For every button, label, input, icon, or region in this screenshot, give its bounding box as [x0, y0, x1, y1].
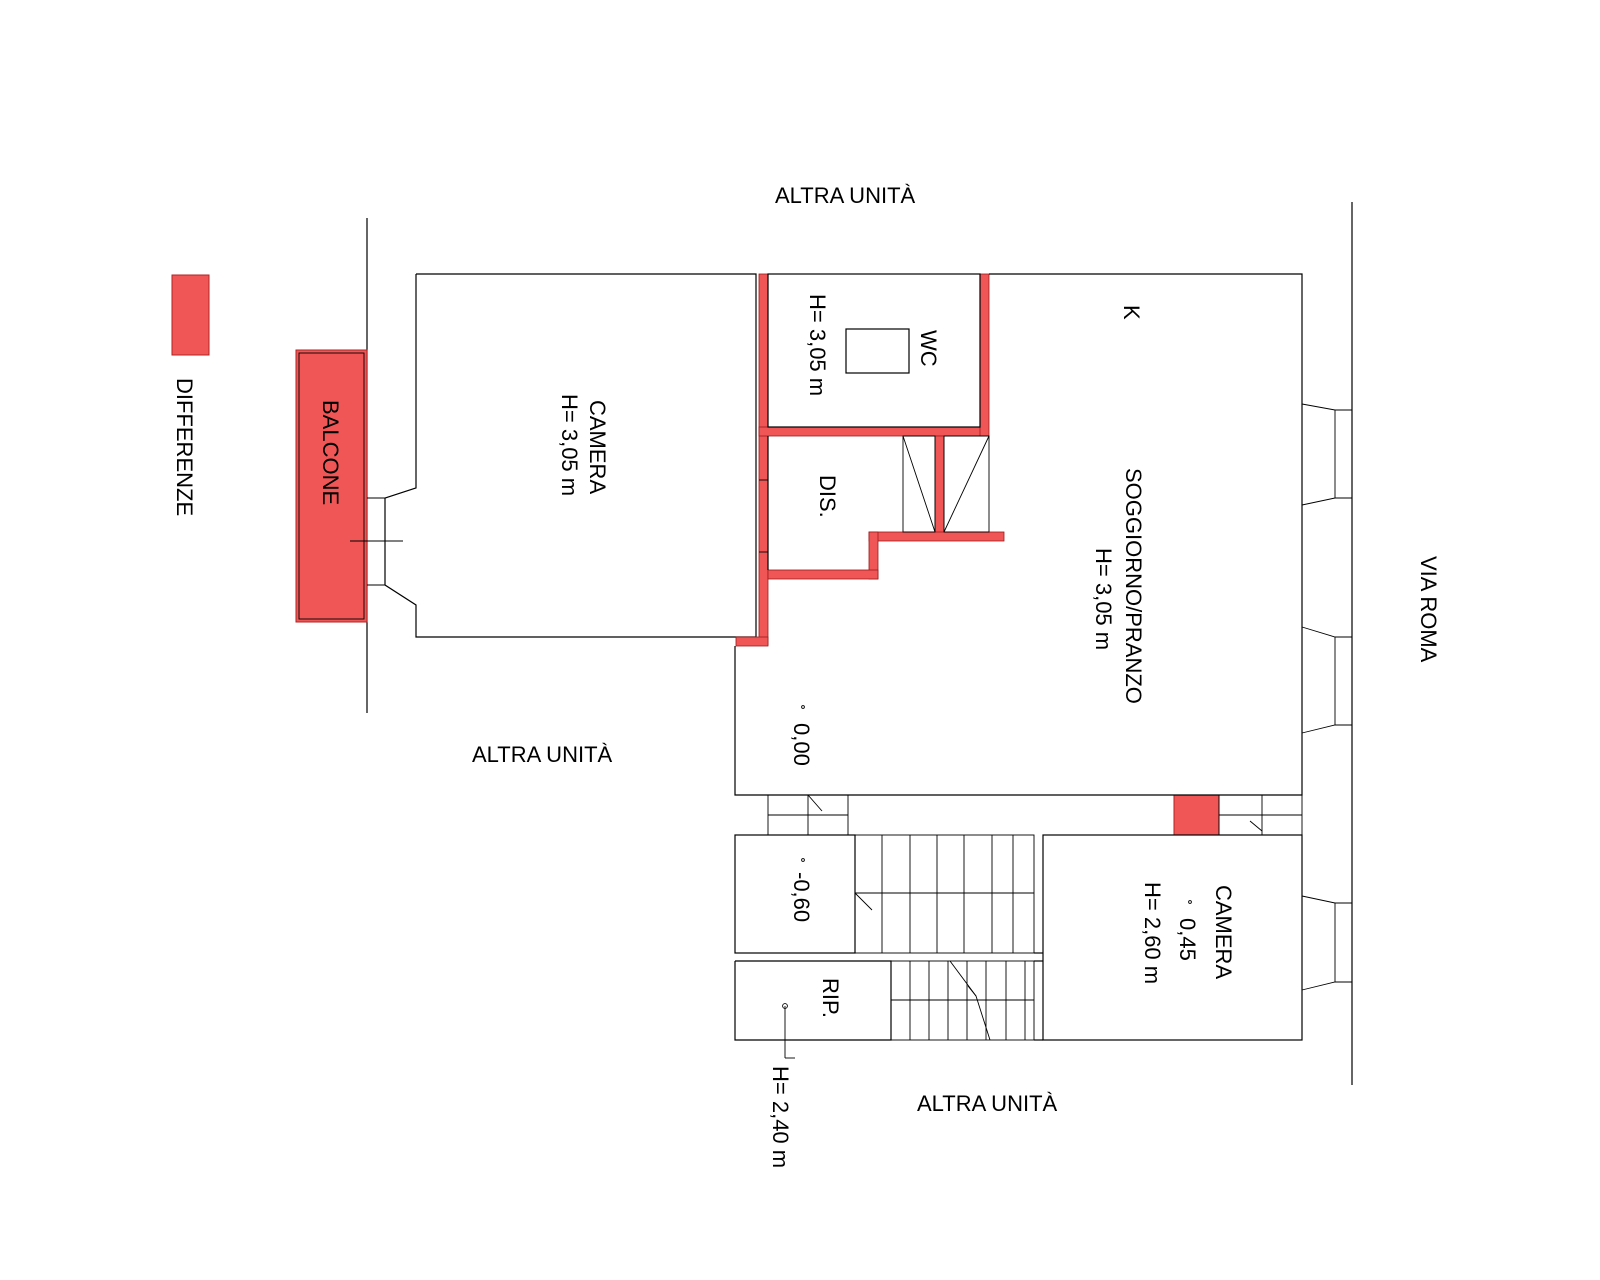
- room-landing: -0,60: [734, 834, 873, 954]
- rip-height: H= 2,40 m: [768, 1066, 793, 1168]
- camera-1-label: CAMERA: [585, 400, 610, 494]
- windows-via-roma: [1301, 403, 1352, 991]
- altra-unita-top: ALTRA UNITÀ: [775, 183, 916, 208]
- rip-label: RIP.: [818, 978, 843, 1018]
- room-rip: RIP. H= 2,40 m: [734, 960, 1043, 1168]
- balcony-label: BALCONE: [318, 400, 343, 505]
- balcony-door: [367, 497, 386, 586]
- room-camera-2: CAMERA 0,45 H= 2,60 m: [1034, 834, 1303, 1041]
- camera-1-height: H= 3,05 m: [557, 394, 582, 496]
- dis-label: DIS.: [815, 475, 840, 518]
- camera-2-level: 0,45: [1175, 918, 1200, 961]
- stair-lower: [854, 834, 1035, 1041]
- altra-unita-left: ALTRA UNITÀ: [472, 742, 613, 767]
- level-000: 0,00: [789, 723, 814, 766]
- legend-label: DIFFERENZE: [172, 378, 197, 516]
- level-060: -0,60: [789, 872, 814, 922]
- balcony: BALCONE: [295, 349, 403, 623]
- altra-unita-bottom: ALTRA UNITÀ: [917, 1091, 1058, 1116]
- camera-2-height: H= 2,60 m: [1140, 882, 1165, 984]
- via-roma-label: VIA ROMA: [1416, 556, 1441, 663]
- room-soggiorno: K SOGGIORNO/PRANZO H= 3,05 m 0,00: [734, 273, 1303, 796]
- wc-fixture: [845, 328, 910, 374]
- soggiorno-label: SOGGIORNO/PRANZO: [1121, 468, 1146, 704]
- room-dis: DIS.: [759, 436, 840, 570]
- legend-swatch: [171, 274, 210, 356]
- k-label: K: [1119, 305, 1144, 320]
- soggiorno-height: H= 3,05 m: [1091, 548, 1116, 650]
- corridor: [767, 794, 1303, 836]
- differences-block: [1173, 794, 1220, 836]
- room-camera-1: CAMERA H= 3,05 m: [384, 273, 757, 638]
- balcony-red-area: [295, 349, 368, 623]
- stair-upper: [902, 435, 990, 533]
- camera-2-label: CAMERA: [1211, 885, 1236, 979]
- wc-height: H= 3,05 m: [805, 294, 830, 396]
- legend: DIFFERENZE: [171, 274, 210, 516]
- wc-label: WC: [916, 330, 941, 367]
- room-wc: WC H= 3,05 m: [767, 273, 981, 428]
